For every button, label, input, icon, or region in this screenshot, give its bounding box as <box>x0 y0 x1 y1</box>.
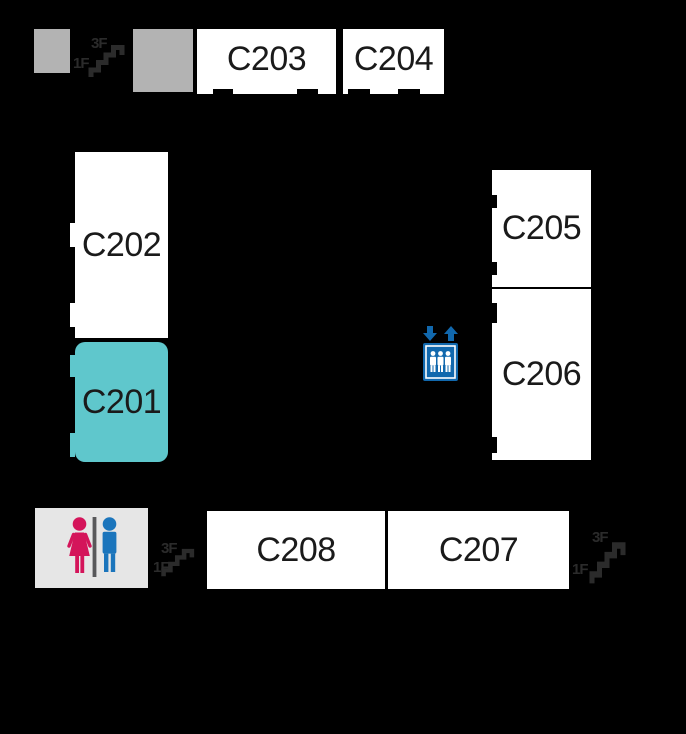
stairs-upper-floor-label: 3F <box>91 35 107 52</box>
door-notch <box>492 437 497 453</box>
stairs-upper-floor-label: 3F <box>161 540 177 557</box>
restroom-divider <box>92 517 97 577</box>
room-c204[interactable]: C204 <box>343 29 444 94</box>
stairs-upper-floor-label: 3F <box>592 529 608 546</box>
man-icon <box>102 517 117 572</box>
door-notch <box>213 89 233 94</box>
door-tab <box>70 303 75 327</box>
elevator-icon <box>423 326 458 381</box>
room-c207[interactable]: C207 <box>388 511 569 589</box>
restroom-sign <box>35 508 148 588</box>
room-c202[interactable]: C202 <box>70 152 168 338</box>
stairs-icon-top-left: 3F 1F <box>72 33 136 83</box>
restroom-figures <box>67 517 117 577</box>
room-label: C205 <box>501 209 582 247</box>
stairs-icon-bottom-right: 3F 1F <box>571 526 635 588</box>
staircase-glyph <box>88 45 125 77</box>
room-c208[interactable]: C208 <box>207 511 385 589</box>
gray-block-top-second <box>133 29 193 92</box>
stairs-lower-floor-label: 1F <box>73 55 89 72</box>
room-c203[interactable]: C203 <box>197 29 336 94</box>
room-c206[interactable]: C206 <box>492 289 591 460</box>
room-label: C206 <box>501 355 582 393</box>
elevator-arrows-icon <box>423 326 458 341</box>
staircase-glyph <box>589 542 626 584</box>
room-label: C201 <box>81 382 162 421</box>
door-notch <box>492 262 497 275</box>
stairs-icon-bottom-left: 3F 1F <box>151 538 207 580</box>
door-notch <box>492 303 497 323</box>
room-label: C207 <box>438 530 519 569</box>
door-tab <box>70 433 75 457</box>
door-notch <box>297 89 318 94</box>
room-label: C203 <box>226 39 307 78</box>
stairs-lower-floor-label: 1F <box>572 561 588 578</box>
woman-icon <box>67 517 92 573</box>
elevator-car-icon <box>423 343 458 381</box>
staircase-glyph <box>161 548 195 577</box>
room-c205[interactable]: C205 <box>492 170 591 287</box>
door-tab <box>70 355 75 377</box>
room-c201-highlighted[interactable]: C201 <box>70 342 168 462</box>
door-notch <box>348 89 370 94</box>
door-tab <box>70 223 75 247</box>
room-label: C204 <box>353 39 434 78</box>
door-notch <box>398 89 420 94</box>
room-label: C208 <box>256 530 336 569</box>
door-notch <box>492 195 497 208</box>
room-label: C202 <box>81 225 162 264</box>
gray-block-top-left <box>34 29 70 73</box>
